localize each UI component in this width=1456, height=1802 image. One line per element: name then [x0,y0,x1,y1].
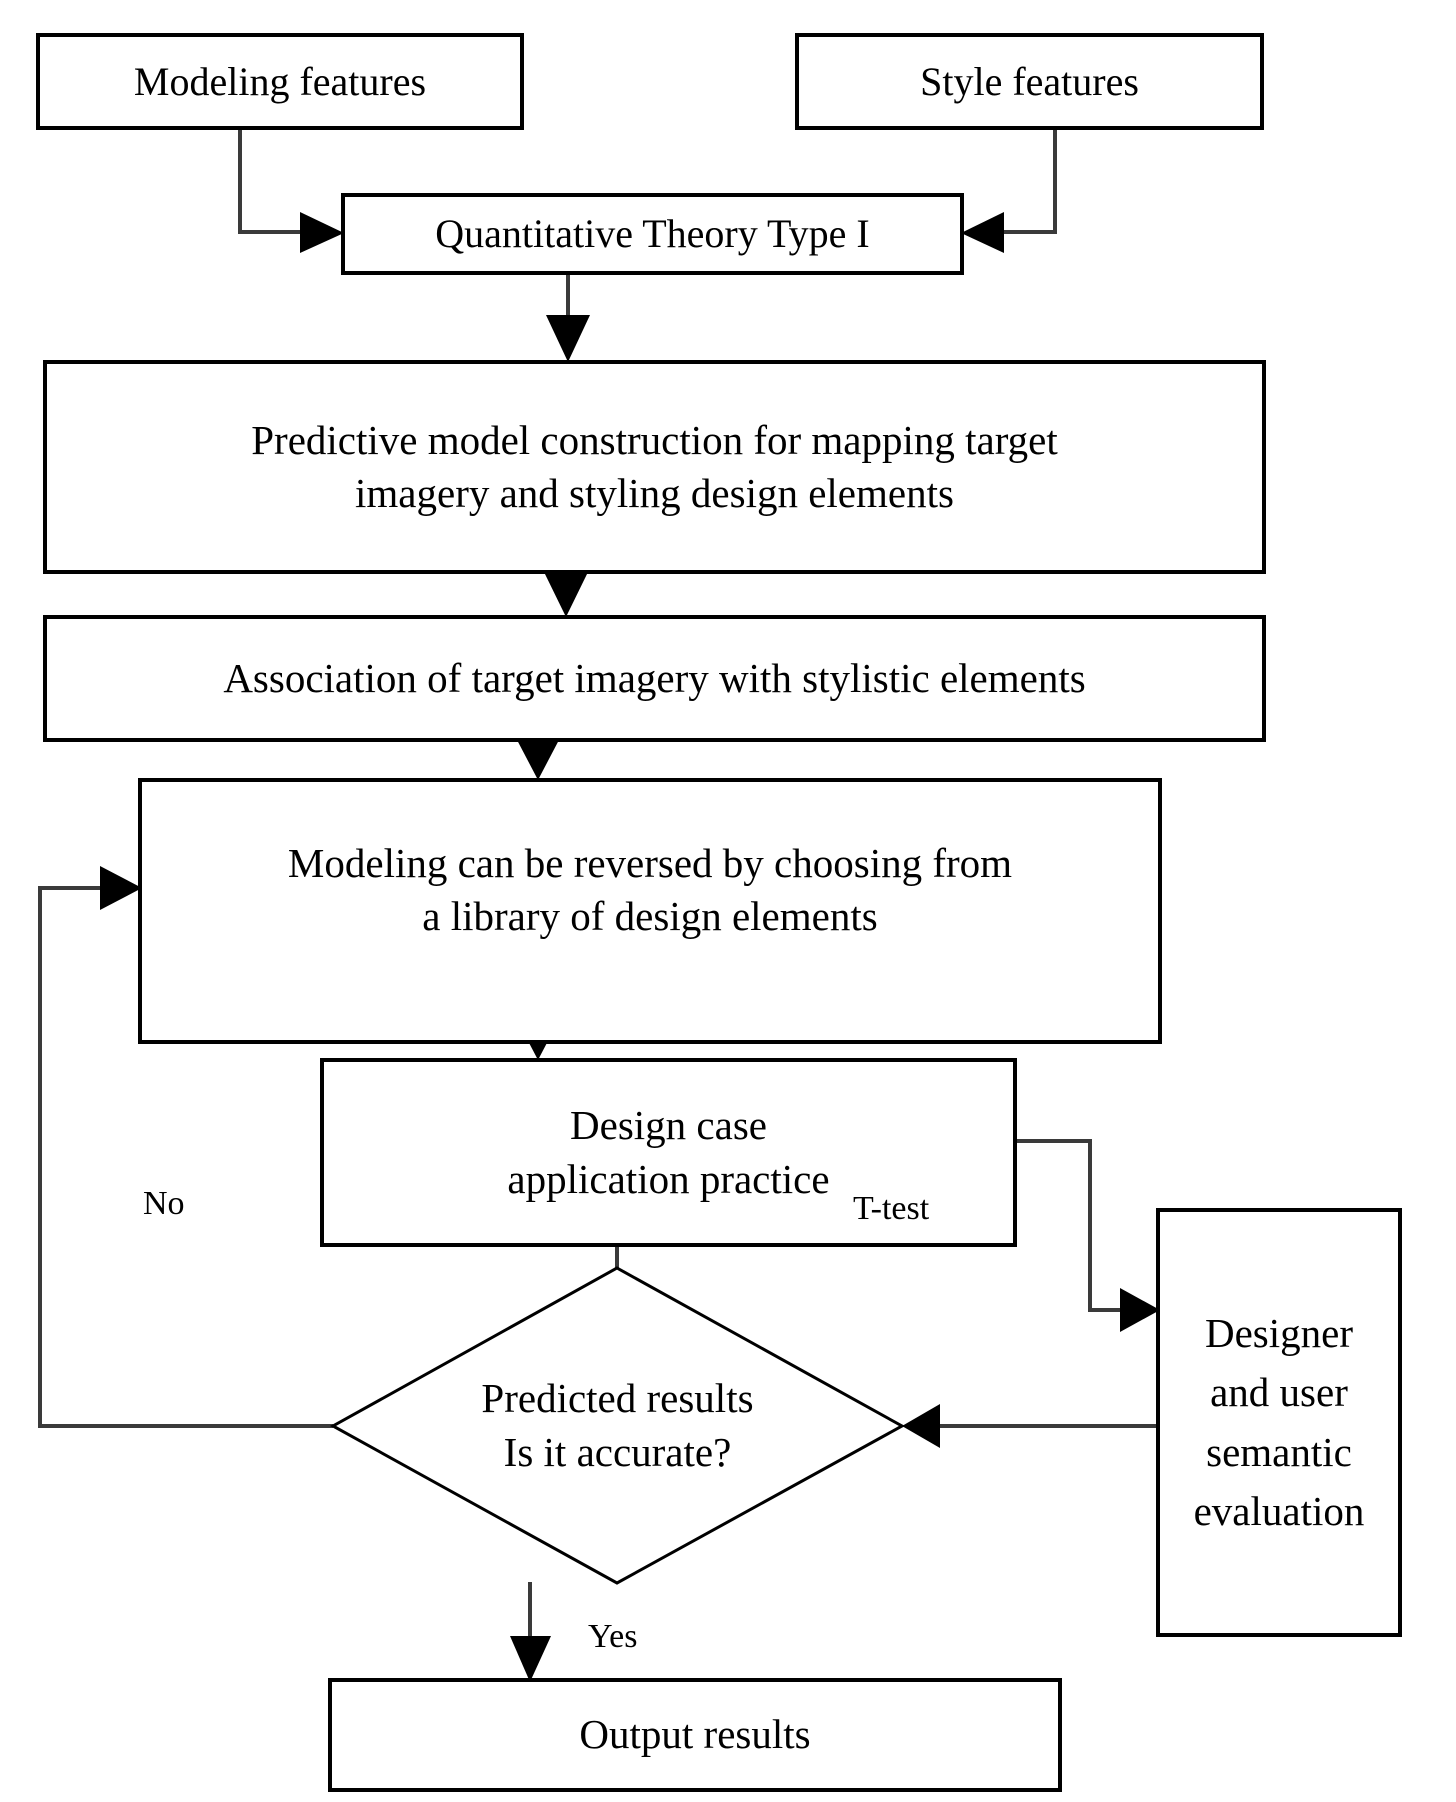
edge-modeling-to-quantitative [238,128,344,253]
node-predicted-results-accurate[interactable] [329,1266,906,1585]
node-quantitative-theory-type-i[interactable] [341,193,964,275]
node-style-features[interactable] [795,33,1264,130]
edge-decision-no-loop [38,866,333,1428]
edge-quantitative-to-predictive [546,273,590,362]
node-design-case-application-practice[interactable] [320,1058,1017,1247]
node-modeling-reversed-library[interactable] [138,778,1162,1044]
node-modeling-features[interactable] [36,33,524,130]
edge-design-case-to-designer-evaluation [1015,1139,1160,1332]
edge-association-to-modeling-reversed [516,738,560,780]
node-designer-user-semantic-evaluation[interactable] [1156,1208,1402,1637]
edge-designer-evaluation-to-decision [902,1404,1158,1448]
edge-label-yes: Yes [588,1618,638,1655]
edge-predictive-to-association [544,572,588,617]
node-output-results[interactable] [328,1678,1062,1792]
edge-label-no: No [143,1185,185,1222]
node-predictive-model-construction[interactable] [43,360,1266,574]
node-association-target-imagery[interactable] [43,615,1266,742]
edge-label-t-test: T-test [853,1190,930,1227]
edge-style-to-quantitative [961,128,1057,253]
edge-decision-yes-to-output [510,1582,551,1682]
